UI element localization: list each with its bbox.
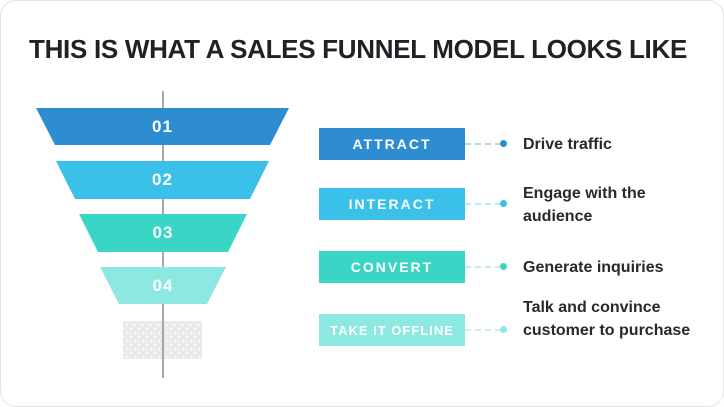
funnel-stage-1-number: 01 [152,116,173,136]
legend-description-attract: Drive traffic [523,136,612,153]
connector-line-convert [465,266,501,268]
connector-line-attract [465,143,501,145]
legend-tag-attract: ATTRACT [319,128,465,160]
connector-dot-convert [500,263,507,270]
funnel-stage-2: 02 [56,161,269,199]
page-title: THIS IS WHAT A SALES FUNNEL MODEL LOOKS … [29,34,688,64]
legend-tag-take-it-offline-label: TAKE IT OFFLINE [330,322,454,338]
legend-description-convert: Generate inquiries [523,259,664,276]
funnel-stage-3: 03 [79,214,247,252]
funnel-stage-2-number: 02 [152,170,173,189]
legend-tag-interact: INTERACT [319,188,465,220]
legend-tag-take-it-offline: TAKE IT OFFLINE [319,314,465,346]
legend-tag-attract-label: ATTRACT [352,136,432,152]
funnel-stage-1: 01 [36,108,289,145]
funnel-stage-4-number: 04 [152,275,174,295]
legend-tag-convert: CONVERT [319,251,465,283]
funnel-stage-4: 04 [100,267,226,304]
legend-description-take-it-offline: Talk and convince customer to purchase [523,299,691,339]
legend-description-interact: Engage with the audience [523,185,646,225]
connector-dot-interact [500,200,507,207]
connector-line-take-it-offline [465,329,501,331]
legend-tag-convert-label: CONVERT [350,259,434,275]
connector-line-interact [465,203,501,205]
connector-dot-attract [500,140,507,147]
connector-dot-take-it-offline [500,326,507,333]
funnel-stage-3-number: 03 [152,223,174,242]
legend-tag-interact-label: INTERACT [348,196,436,212]
